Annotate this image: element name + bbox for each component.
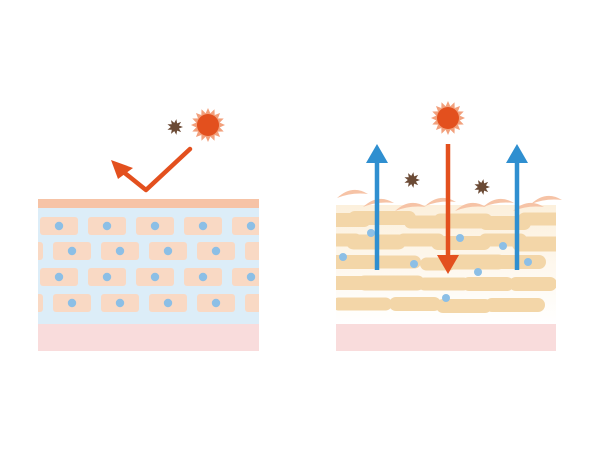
- skin-flake: [513, 202, 544, 211]
- moisture-escape-arrow-right: [506, 144, 528, 270]
- healthy-cell: [232, 217, 259, 235]
- cell-nucleus: [20, 299, 28, 307]
- cell-nucleus: [295, 273, 303, 281]
- moisture-dot: [499, 242, 507, 250]
- cell-nucleus: [198, 272, 208, 282]
- healthy-skin-panel: [0, 108, 331, 351]
- moisture-escape-arrow-left: [366, 144, 388, 270]
- cell-nucleus: [211, 246, 221, 256]
- moisture-dot: [474, 268, 482, 276]
- sun-icon: [191, 108, 225, 142]
- cell-nucleus: [308, 299, 316, 307]
- cell-nucleus: [102, 221, 112, 231]
- skin-flake: [531, 195, 562, 204]
- cell-nucleus: [7, 273, 15, 281]
- uv-penetration-arrow: [437, 144, 459, 274]
- cell-nucleus: [246, 272, 256, 282]
- damaged-skin-panel: [336, 101, 562, 351]
- cell-nucleus: [260, 247, 268, 255]
- damaged-cell: [485, 298, 545, 312]
- cell-nucleus: [198, 221, 208, 231]
- healthy-cell: [0, 268, 30, 286]
- healthy-cell: [293, 294, 331, 312]
- damaged-cell: [336, 297, 392, 311]
- healthy-base-layer: [38, 324, 259, 351]
- damaged-cell: [512, 236, 556, 252]
- healthy-cell: [280, 268, 318, 286]
- moisture-dot: [367, 229, 375, 237]
- cell-nucleus: [102, 272, 112, 282]
- damaged-cell: [348, 211, 416, 225]
- damaged-cell: [518, 212, 556, 226]
- healthy-cell: [38, 242, 43, 260]
- damaged-cell: [436, 299, 492, 313]
- cell-nucleus: [308, 247, 316, 255]
- skin-flake: [483, 198, 514, 207]
- healthy-cell-grid: [0, 217, 331, 312]
- cell-nucleus: [211, 298, 221, 308]
- cell-nucleus: [67, 298, 77, 308]
- dust-particle-icon: [474, 179, 490, 195]
- damaged-base-layer: [336, 324, 556, 351]
- sun-icon: [431, 101, 465, 135]
- moisture-dots: [339, 229, 532, 302]
- damaged-cell: [494, 255, 546, 269]
- skin-flake: [337, 189, 368, 198]
- cell-nucleus: [67, 246, 77, 256]
- damaged-cell: [357, 275, 425, 291]
- moisture-dot: [339, 253, 347, 261]
- cell-nucleus: [54, 221, 64, 231]
- dust-particle-icon: [167, 119, 183, 135]
- moisture-dot: [524, 258, 532, 266]
- healthy-top-layer: [38, 199, 259, 209]
- skin-flake: [455, 202, 486, 211]
- damaged-cell: [418, 277, 470, 291]
- cell-nucleus: [295, 222, 303, 230]
- healthy-cell: [280, 217, 318, 235]
- cell-nucleus: [246, 221, 256, 231]
- skin-flake: [395, 202, 426, 211]
- uv-reflection-arrowhead: [111, 160, 133, 179]
- moisture-dot: [410, 260, 418, 268]
- healthy-cell: [0, 217, 30, 235]
- damaged-cell: [446, 254, 506, 270]
- cell-nucleus: [54, 272, 64, 282]
- healthy-cell: [293, 242, 331, 260]
- cell-nucleus: [163, 246, 173, 256]
- healthy-cell: [38, 294, 43, 312]
- cell-nucleus: [150, 272, 160, 282]
- healthy-cell: [245, 294, 259, 312]
- moisture-dot: [442, 294, 450, 302]
- dust-particle-icon: [404, 172, 420, 188]
- cell-nucleus: [115, 298, 125, 308]
- cell-nucleus: [150, 221, 160, 231]
- damaged-cell: [336, 255, 380, 269]
- damaged-cell: [369, 255, 421, 269]
- healthy-cell: [245, 242, 259, 260]
- cell-nucleus: [260, 299, 268, 307]
- healthy-cell: [232, 268, 259, 286]
- damaged-cell: [462, 277, 514, 291]
- damaged-cell: [509, 277, 556, 291]
- cell-nucleus: [163, 298, 173, 308]
- skin-flake: [425, 197, 456, 206]
- cell-nucleus: [115, 246, 125, 256]
- cell-nucleus: [7, 222, 15, 230]
- damaged-cell: [389, 297, 441, 311]
- cell-nucleus: [20, 247, 28, 255]
- moisture-dot: [456, 234, 464, 242]
- uv-reflection-arrow: [118, 146, 193, 193]
